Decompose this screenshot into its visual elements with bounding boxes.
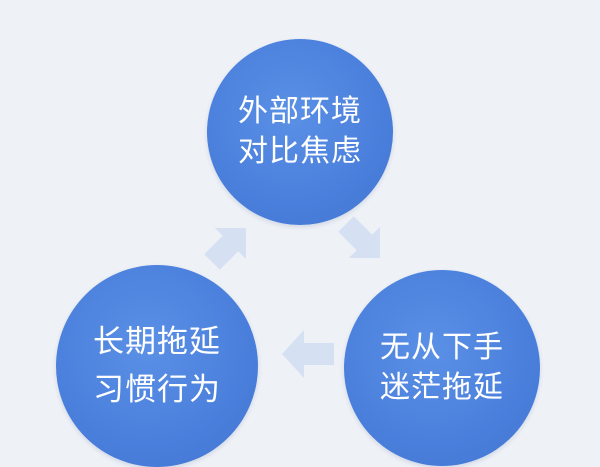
- node-label-line: 长期拖延: [93, 323, 221, 360]
- node-label-line: 无从下手: [380, 329, 504, 365]
- node-label-line: 外部环境: [238, 93, 362, 129]
- node-label-line: 对比焦虑: [238, 134, 362, 169]
- arrow-left-to-top-icon: [204, 228, 246, 270]
- node-label-line: 迷茫拖延: [380, 370, 504, 405]
- node-label-line: 习惯行为: [93, 372, 221, 408]
- arrow-right-to-left-icon: [282, 330, 334, 378]
- node-confused-procrastination: 无从下手 迷茫拖延: [344, 270, 540, 466]
- arrow-top-to-right-icon: [338, 216, 380, 258]
- node-external-anxiety: 外部环境 对比焦虑: [207, 39, 393, 225]
- node-habitual-procrastination: 长期拖延 习惯行为: [56, 265, 258, 467]
